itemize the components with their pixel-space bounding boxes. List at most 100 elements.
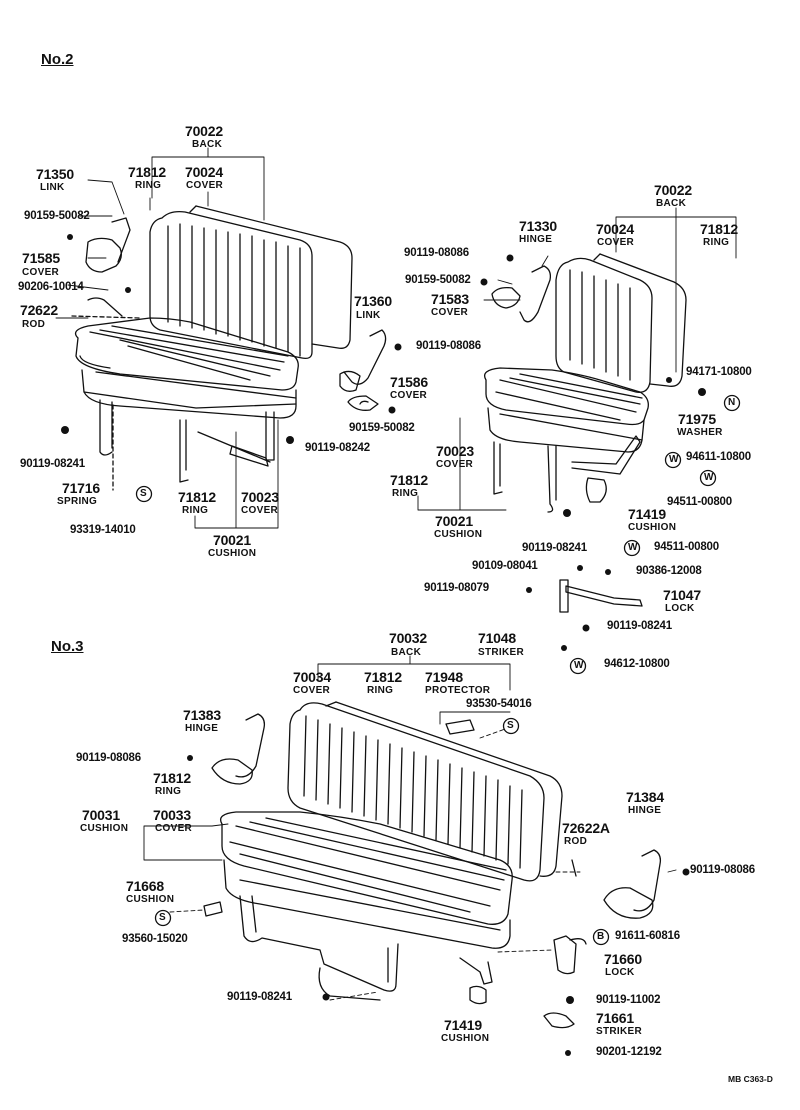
label-70031-number: 70031 — [82, 807, 120, 823]
label-72622A-name: ROD — [564, 836, 588, 847]
symbol-w-b: W — [704, 472, 714, 483]
label-71583-name: COVER — [431, 307, 469, 318]
label-70024-right-name: COVER — [597, 237, 635, 248]
label-71047-number: 71047 — [663, 587, 701, 603]
label-71350-number: 71350 — [36, 166, 74, 182]
label-71047-name: LOCK — [665, 603, 695, 614]
label-71360-name: LINK — [356, 310, 381, 321]
pn-90119-08086-a: 90119-08086 — [416, 340, 481, 352]
left-seat-link-drawing — [71, 217, 141, 319]
label-71383-name: HINGE — [185, 723, 219, 734]
label-72622-number: 72622 — [20, 302, 58, 318]
pn-93319-14010: 93319-14010 — [70, 524, 136, 536]
label-71661-name: STRIKER — [596, 1026, 642, 1037]
label-71586-number: 71586 — [390, 374, 428, 390]
right-hinge-drawing — [491, 265, 552, 323]
label-70034-number: 70034 — [293, 669, 331, 685]
symbol-s-b: S — [507, 720, 514, 731]
section-no3-heading: No.3 — [51, 638, 84, 655]
label-71419-b-number: 71419 — [444, 1017, 482, 1033]
pn-90119-08079: 90119-08079 — [424, 582, 489, 594]
label-71812-b-name: RING — [182, 505, 209, 516]
symbol-s-a: S — [140, 488, 147, 499]
label-71330-number: 71330 — [519, 218, 557, 234]
label-71660-number: 71660 — [604, 951, 642, 967]
right-seat-cushion-drawing — [483, 367, 649, 453]
label-71330-name: HINGE — [519, 234, 553, 245]
label-70021-right-name: CUSHION — [434, 529, 483, 540]
pn-90119-08242: 90119-08242 — [305, 442, 370, 454]
right-seat-back-drawing — [555, 253, 687, 393]
no3-seat-frame-drawing — [239, 895, 493, 1001]
label-70032-number: 70032 — [389, 630, 427, 646]
label-71350-name: LINK — [40, 182, 65, 193]
label-71812-f-name: RING — [155, 786, 182, 797]
label-70021-left-number: 70021 — [213, 532, 251, 548]
label-71812-c-name: RING — [703, 237, 730, 248]
label-70033-number: 70033 — [153, 807, 191, 823]
label-71419-a-number: 71419 — [628, 506, 666, 522]
pn-90201-12192: 90201-12192 — [596, 1046, 662, 1058]
symbol-w-c: W — [628, 542, 638, 553]
label-71975-number: 71975 — [678, 411, 716, 427]
label-71661-number: 71661 — [596, 1010, 634, 1026]
pn-90119-08086-d: 90119-08086 — [690, 864, 755, 876]
label-70023-left-name: COVER — [241, 505, 279, 516]
left-seat-back-drawing — [149, 205, 353, 360]
label-71668-number: 71668 — [126, 878, 164, 894]
label-71383-number: 71383 — [183, 707, 221, 723]
left-seat-frame-drawing — [99, 399, 275, 491]
circled-symbols — [135, 394, 741, 946]
label-70033-name: COVER — [155, 823, 193, 834]
pn-90119-08086-b: 90119-08086 — [404, 247, 469, 259]
label-70031-name: CUSHION — [80, 823, 129, 834]
label-70024-left-number: 70024 — [185, 164, 223, 180]
label-72622A-number: 72622A — [562, 820, 610, 836]
label-71360-number: 71360 — [354, 293, 392, 309]
label-70022-left-name: BACK — [192, 139, 223, 150]
label-71668-name: CUSHION — [126, 894, 175, 905]
label-71812-e-number: 71812 — [364, 669, 402, 685]
label-71583-number: 71583 — [431, 291, 469, 307]
pn-90159-50082-a: 90159-50082 — [24, 210, 90, 222]
label-71048-number: 71048 — [478, 630, 516, 646]
label-70032-name: BACK — [391, 647, 422, 658]
symbol-n: N — [728, 397, 736, 408]
pn-90119-11002: 90119-11002 — [596, 994, 661, 1006]
label-71812-a-number: 71812 — [128, 164, 166, 180]
pn-90119-08241-c: 90119-08241 — [607, 620, 672, 632]
pn-90119-08086-c: 90119-08086 — [76, 752, 141, 764]
figure-code: MB C363-D — [728, 1074, 773, 1084]
pn-94612-10800: 94612-10800 — [604, 658, 670, 670]
no3-lock-drawing — [543, 935, 587, 1029]
pn-94511-00800-a: 94511-00800 — [667, 496, 732, 508]
label-70022-left-number: 70022 — [185, 123, 223, 139]
label-70022-right-name: BACK — [656, 198, 687, 209]
label-70024-right-number: 70024 — [596, 221, 634, 237]
symbol-w-a: W — [669, 454, 679, 465]
pn-93530-54016: 93530-54016 — [466, 698, 532, 710]
no3-hinge-right-drawing — [603, 849, 662, 919]
no3-seat-back-drawing — [287, 701, 563, 882]
label-71419-b-name: CUSHION — [441, 1033, 490, 1044]
label-71812-d-number: 71812 — [390, 472, 428, 488]
label-70022-right-number: 70022 — [654, 182, 692, 198]
symbol-b: B — [597, 931, 605, 942]
pn-93560-15020: 93560-15020 — [122, 933, 188, 945]
pn-90386-12008: 90386-12008 — [636, 565, 702, 577]
label-70023-left-number: 70023 — [241, 489, 279, 505]
pn-94171-10800: 94171-10800 — [686, 366, 752, 378]
middle-link-drawing — [339, 329, 387, 411]
label-70021-left-name: CUSHION — [208, 548, 257, 559]
label-71716-name: SPRING — [57, 496, 98, 507]
label-71812-b-number: 71812 — [178, 489, 216, 505]
label-71716-number: 71716 — [62, 480, 100, 496]
label-71586-name: COVER — [390, 390, 428, 401]
label-71812-a-name: RING — [135, 180, 162, 191]
no3-seat-cushion-drawing — [219, 811, 513, 949]
symbol-w-d: W — [574, 660, 584, 671]
label-72622-name: ROD — [22, 319, 46, 330]
label-71048-name: STRIKER — [478, 647, 524, 658]
